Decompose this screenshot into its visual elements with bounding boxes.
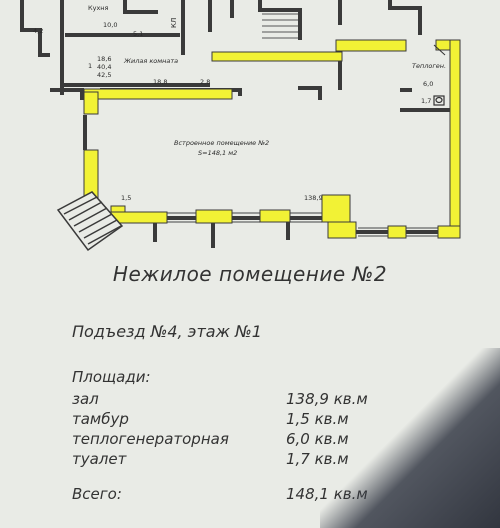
area-row: теплогенераторная 6,0 кв.м <box>72 430 472 450</box>
entrance-stairs <box>56 191 124 252</box>
areas-heading: Площади: <box>72 368 151 386</box>
highlighted-walls <box>83 39 461 239</box>
area-value: 1,5 кв.м <box>286 410 349 428</box>
area-row: зал 138,9 кв.м <box>72 390 472 410</box>
label-apartment-no: 1 <box>88 62 92 70</box>
label-living-area: 18,8 <box>153 78 167 86</box>
area-row: тамбур 1,5 кв.м <box>72 410 472 430</box>
label-wc-area: 1,7 <box>421 97 431 105</box>
stair-hatch-upper <box>262 13 298 39</box>
door-swing <box>433 44 446 56</box>
floor-plan: Кухня 10,0 5,1 Жилая комната 18,8 1 18,6… <box>20 0 461 252</box>
label-apt-c: 42,5 <box>97 71 111 79</box>
area-label: теплогенераторная <box>72 430 229 448</box>
apartment-walls <box>20 0 422 95</box>
label-kitchen: Кухня <box>88 4 109 12</box>
label-hall-title: Встроенное помещение №2 <box>174 139 269 147</box>
label-boiler-room: Теплоген. <box>412 62 446 70</box>
label-apt-a: 18,6 <box>97 55 111 63</box>
area-value: 6,0 кв.м <box>286 430 349 448</box>
area-label: туалет <box>72 450 127 468</box>
window-marks <box>165 212 438 237</box>
label-apt-b: 40,4 <box>97 63 111 71</box>
label-kitchen-area: 10,0 <box>103 21 117 29</box>
plan-subheading: Подъезд №4, этаж №1 <box>72 322 262 341</box>
label-vestibule: 1,5 <box>121 194 131 202</box>
total-value: 148,1 кв.м <box>286 485 368 503</box>
area-label: зал <box>72 390 99 408</box>
toilet-icon <box>433 95 445 106</box>
label-small-num: 2,8 <box>200 78 210 86</box>
area-value: 138,9 кв.м <box>286 390 368 408</box>
area-label: тамбур <box>72 410 129 428</box>
label-boiler-area: 6,0 <box>423 80 433 88</box>
area-row: туалет 1,7 кв.м <box>72 450 472 470</box>
label-top-vertical: КЛ <box>170 18 178 28</box>
total-label: Всего: <box>72 485 122 503</box>
area-value: 1,7 кв.м <box>286 450 349 468</box>
label-corridor: 5,1 <box>133 30 143 38</box>
label-left-num: 4,2 <box>33 27 43 35</box>
label-wall-length: 138,9 <box>304 194 323 202</box>
label-living-room: Жилая комната <box>123 57 178 65</box>
label-hall-area: S=148,1 м2 <box>198 149 237 157</box>
areas-list: Площади: зал 138,9 кв.м тамбур 1,5 кв.м … <box>72 368 472 470</box>
plan-caption: Нежилое помещение №2 <box>112 262 388 286</box>
